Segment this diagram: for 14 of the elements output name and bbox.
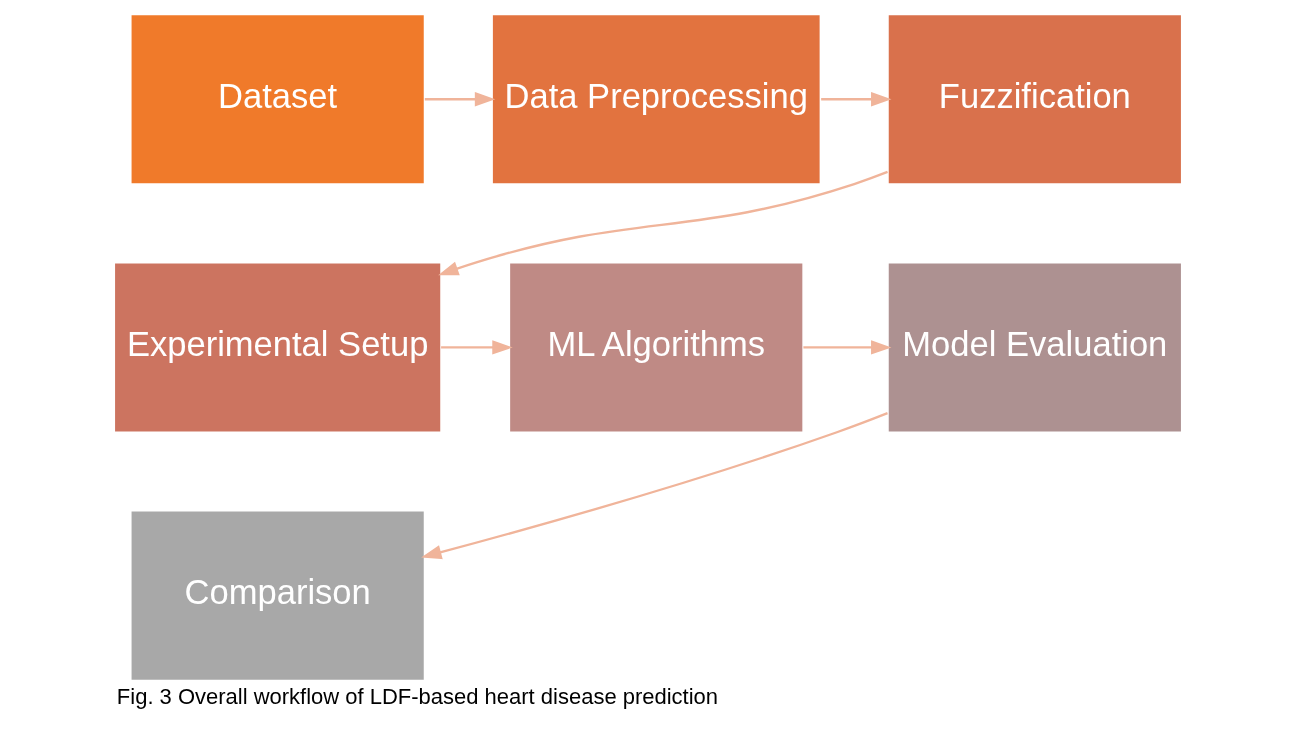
arrow	[440, 340, 513, 355]
arrow	[802, 340, 891, 355]
node-box: Dataset	[129, 13, 425, 185]
node-box: Experimental Setup	[113, 261, 442, 434]
caption: Fig. 3 Overall workflow of LDF-based heart disease prediction	[116, 684, 718, 710]
arrow	[424, 92, 495, 107]
arrow	[420, 412, 888, 560]
node-box: Data Preprocessing	[490, 13, 821, 185]
node-box: Fuzzification	[886, 13, 1182, 185]
arrow	[437, 170, 888, 276]
node-box: Comparison	[129, 510, 425, 682]
arrow	[820, 92, 891, 107]
node-box: ML Algorithms	[508, 261, 804, 434]
node-box: Model Evaluation	[886, 261, 1182, 434]
